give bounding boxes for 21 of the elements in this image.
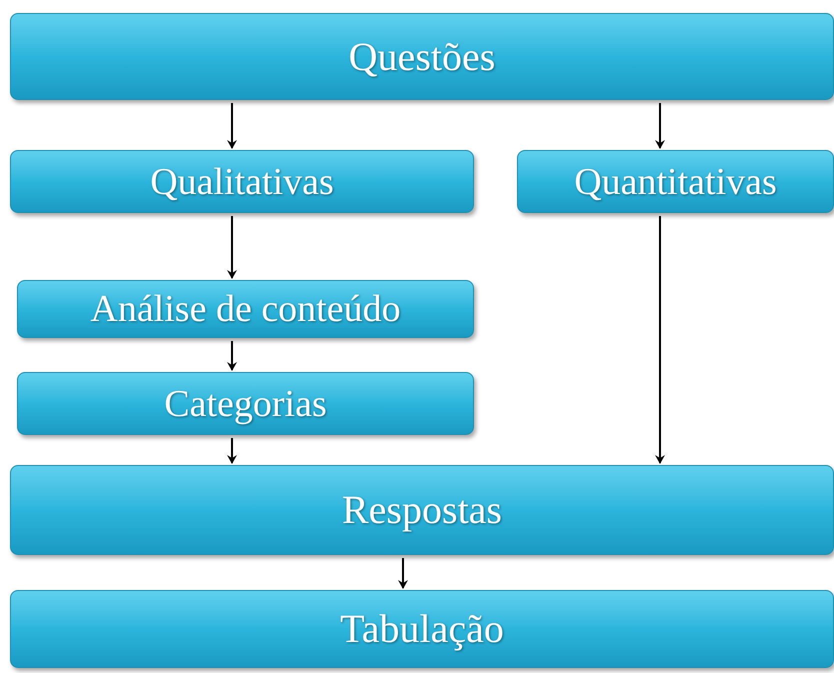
box-label: Questões	[348, 36, 496, 76]
process-box	[17, 280, 474, 338]
process-box	[517, 150, 834, 213]
arrow	[227, 438, 237, 464]
arrow	[655, 216, 665, 464]
process-box	[10, 465, 834, 555]
process-box	[10, 13, 834, 100]
box-label: Categorias	[164, 384, 327, 422]
process-box	[17, 372, 474, 435]
box-label: Respostas	[342, 490, 502, 530]
box-label: Tabulação	[340, 609, 504, 649]
box-label: Quantitativas	[574, 162, 777, 200]
process-box	[10, 590, 834, 668]
arrow	[655, 103, 665, 149]
arrow	[227, 341, 237, 371]
arrow	[227, 216, 237, 279]
arrow	[227, 103, 237, 149]
box-label: Análise de conteúdo	[90, 290, 401, 328]
box-label: Qualitativas	[150, 162, 334, 200]
arrow	[398, 558, 408, 589]
process-box	[10, 150, 474, 213]
